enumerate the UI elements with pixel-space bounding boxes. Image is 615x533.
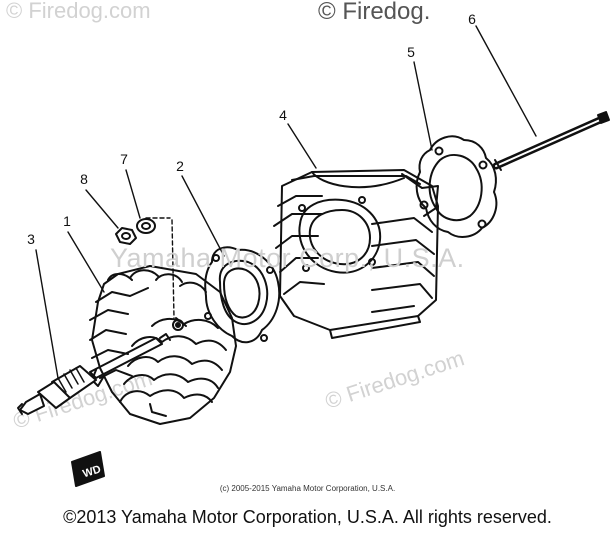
part-8-nut bbox=[115, 227, 137, 245]
part-3-spark-plug bbox=[17, 333, 171, 415]
part-7-washer bbox=[136, 218, 156, 234]
callout-3: 3 bbox=[27, 231, 35, 247]
callout-6: 6 bbox=[468, 11, 476, 27]
watermark-top-left: © Firedog.com bbox=[6, 0, 151, 23]
part-1-cylinder-head bbox=[89, 265, 237, 425]
callout-2: 2 bbox=[176, 158, 184, 174]
part-6-stud-bolt bbox=[492, 111, 610, 171]
watermark-center: Yamaha Motor Corp., U.S.A. bbox=[110, 243, 465, 273]
wd-figure-tag bbox=[71, 451, 105, 487]
callout-8: 8 bbox=[80, 171, 88, 187]
copyright-main: ©2013 Yamaha Motor Corporation, U.S.A. A… bbox=[63, 507, 552, 527]
part-4-cylinder bbox=[273, 169, 439, 339]
callout-5: 5 bbox=[407, 44, 415, 60]
part-2-head-gasket bbox=[204, 246, 281, 344]
callout-7: 7 bbox=[120, 151, 128, 167]
callout-1: 1 bbox=[63, 213, 71, 229]
wd-figure-label: WD bbox=[81, 463, 102, 480]
watermark-top-right: © Firedog. bbox=[318, 0, 431, 25]
leader-lines bbox=[35, 25, 537, 379]
callout-4: 4 bbox=[279, 107, 287, 123]
copyright-small: (c) 2005-2015 Yamaha Motor Corporation, … bbox=[219, 484, 396, 493]
